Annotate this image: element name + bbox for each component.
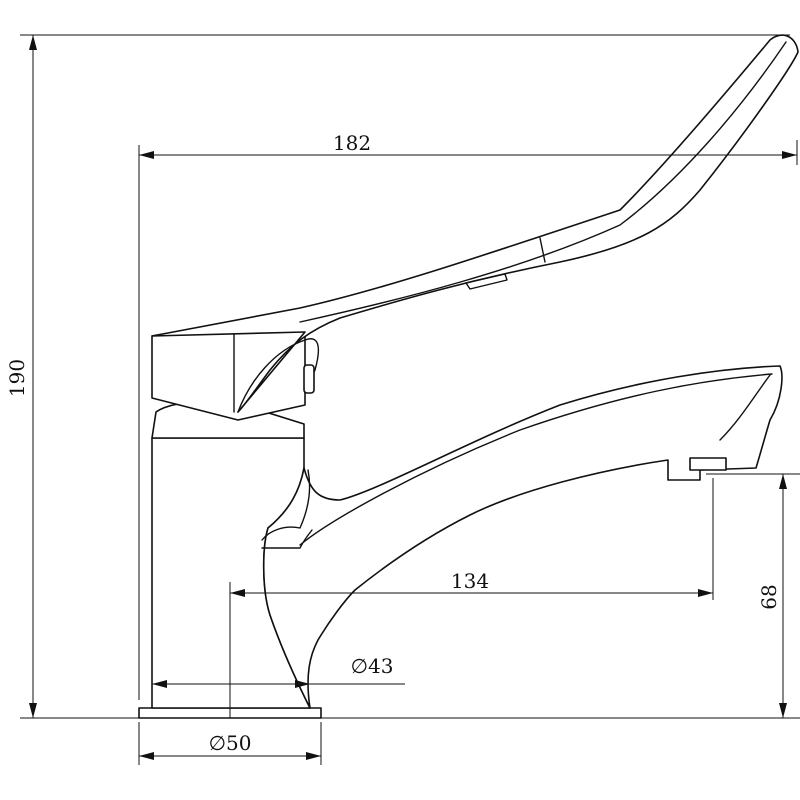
lever-arm-contour	[299, 41, 787, 323]
spout	[262, 365, 783, 709]
dimension-overall-height: 190	[5, 34, 800, 719]
lever-arm-contour-inner	[539, 237, 546, 263]
spout-neck-contour	[261, 469, 311, 541]
spout-joint	[261, 529, 313, 549]
dim-label-190: 190	[5, 359, 29, 397]
lever-joint-curve	[237, 338, 320, 413]
aerator	[689, 457, 727, 471]
dim-label-182: 182	[333, 131, 371, 155]
dim-label-dia43: ∅43	[351, 654, 394, 678]
lever-screw	[303, 364, 315, 394]
lever-grip	[465, 273, 508, 290]
dim-label-134: 134	[451, 569, 489, 593]
dim-label-dia50: ∅50	[209, 731, 252, 755]
lever-arm	[151, 34, 799, 413]
dimension-overall-width: 182	[138, 131, 798, 700]
dimension-base-diameter: ∅50	[138, 722, 322, 765]
dimension-spout-diameter: ∅43	[152, 654, 405, 688]
faucet-outline	[138, 34, 799, 719]
spout-contour	[299, 373, 773, 546]
dim-label-68: 68	[757, 584, 781, 609]
spout-tip-contour	[719, 374, 771, 441]
dimension-spout-height: 68	[706, 473, 800, 718]
dimension-spout-reach: 134	[229, 478, 714, 718]
